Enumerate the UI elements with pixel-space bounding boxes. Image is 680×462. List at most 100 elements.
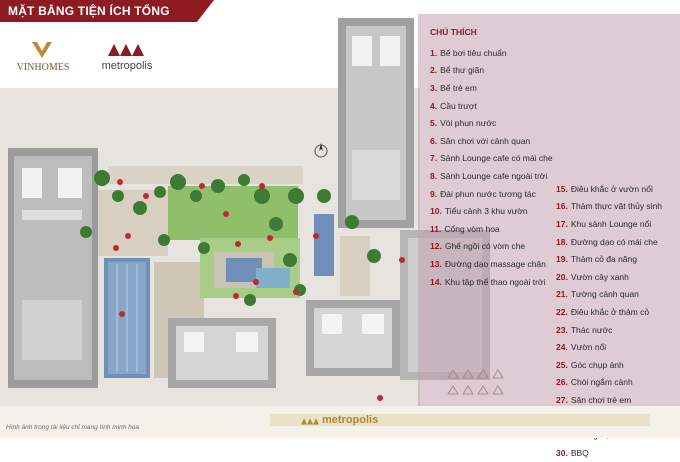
legend-item-number: 11.: [430, 223, 442, 234]
legend-item-label: Tường cảnh quan: [570, 289, 639, 300]
legend-item-label: Tiểu cảnh 3 khu vườn: [444, 206, 528, 217]
legend-item: 16.Thảm thực vật thủy sinh: [556, 198, 662, 216]
legend-item: 21.Tường cảnh quan: [556, 286, 662, 304]
legend-item-number: 24.: [556, 342, 568, 353]
vinhomes-logo-icon: [32, 42, 52, 58]
legend-item-number: 15.: [556, 183, 568, 194]
legend-item-label: Cầu trượt: [440, 100, 477, 111]
legend-item-label: Sân chơi với cảnh quan: [440, 135, 531, 146]
legend-item-number: 25.: [556, 359, 568, 370]
tower-east-low: [306, 300, 400, 376]
legend-item: 10.Tiểu cảnh 3 khu vườn: [430, 202, 553, 220]
tower-west: [8, 148, 98, 388]
legend-item-label: Sảnh Lounge cafe ngoài trời: [440, 170, 548, 181]
legend-item: 8.Sảnh Lounge cafe ngoài trời: [430, 167, 553, 185]
legend-item-number: 8.: [430, 170, 438, 181]
legend-item: 20.Vườn cây xanh: [556, 268, 662, 286]
legend-item-label: Vòi phun nước: [440, 118, 497, 129]
footer-brand-text: metropolis: [322, 414, 379, 426]
legend-item-number: 14.: [430, 276, 442, 287]
legend-item-label: Thác nước: [570, 324, 613, 335]
legend-item-label: Ghế ngồi có vòm che: [444, 241, 526, 252]
legend-item: 27.Sân chơi trẻ em: [556, 391, 662, 409]
legend-item-label: Sảnh Lounge cafe có mái che: [440, 153, 553, 164]
legend-item: 15.Điêu khắc ở vườn nổi: [556, 180, 662, 198]
legend-item-number: 4.: [430, 100, 438, 111]
central-lawn: [168, 186, 300, 298]
legend-item-label: Bể thư giãn: [440, 65, 485, 76]
vinhomes-logo: VINHOMES: [8, 40, 78, 80]
legend-item: 30.BBQ: [556, 444, 662, 462]
legend-item-label: Khu tập thể thao ngoài trời: [444, 276, 546, 287]
legend-item: 12.Ghế ngồi có vòm che: [430, 238, 553, 256]
legend-item: 22.Điêu khắc ở thảm cỏ: [556, 303, 662, 321]
legend-item-label: Khu sảnh Lounge nổi: [570, 218, 652, 229]
legend-item-number: 26.: [556, 377, 568, 388]
north-arrow-icon: [314, 143, 328, 158]
legend-item: 19.Thảm cỏ đa năng: [556, 250, 662, 268]
legend-item-label: Vườn cây xanh: [570, 271, 629, 282]
legend-item-number: 6.: [430, 135, 438, 146]
amenity-markers: [113, 179, 405, 401]
vinhomes-logo-text: VINHOMES: [16, 62, 70, 73]
legend-item: 26.Chòi ngắm cảnh: [556, 374, 662, 392]
legend-item: 1.Bể bơi tiêu chuẩn: [430, 44, 553, 62]
footer-band: [270, 414, 650, 426]
legend-item: 14.Khu tập thể thao ngoài trời: [430, 273, 553, 291]
legend-item-label: Sân chơi trẻ em: [570, 394, 632, 405]
metropolis-logo-icon: [108, 44, 144, 56]
legend-item-label: Đường dạo massage chân: [444, 258, 546, 269]
legend-item-label: Thảm cỏ đa năng: [570, 254, 637, 265]
metropolis-logo-text: metropolis: [101, 60, 153, 72]
legend-item: 24.Vườn nổi: [556, 338, 662, 356]
legend-item: 4.Cầu trượt: [430, 97, 553, 115]
footer-brand-icon: [301, 418, 319, 425]
legend-item: 5.Vòi phun nước: [430, 114, 553, 132]
legend-item-number: 13.: [430, 258, 442, 269]
legend-item: 7.Sảnh Lounge cafe có mái che: [430, 150, 553, 168]
legend-item: 3.Bể trẻ em: [430, 79, 553, 97]
legend-item-number: 18.: [556, 236, 568, 247]
legend-item-number: 5.: [430, 118, 438, 129]
legend-item-number: 2.: [430, 65, 438, 76]
legend-title: CHÚ THÍCH: [430, 27, 477, 37]
legend-item-number: 23.: [556, 324, 568, 335]
legend-item-number: 30.: [556, 447, 568, 458]
legend-item: 25.Góc chụp ảnh: [556, 356, 662, 374]
legend-item-label: BBQ: [570, 447, 589, 458]
legend-item-number: 9.: [430, 188, 438, 199]
legend-item-number: 21.: [556, 289, 568, 300]
legend-item-label: Đường dạo có mái che: [570, 236, 658, 247]
legend-item-label: Thảm thực vật thủy sinh: [570, 201, 663, 212]
legend-item-number: 20.: [556, 271, 568, 282]
legend-item-label: Chòi ngắm cảnh: [570, 377, 633, 388]
legend-item-number: 16.: [556, 201, 568, 212]
legend-item-label: Bể bơi tiêu chuẩn: [440, 47, 507, 58]
legend-item-label: Góc chụp ảnh: [570, 359, 624, 370]
legend-item-label: Bể trẻ em: [440, 82, 477, 93]
legend-item: 23.Thác nước: [556, 321, 662, 339]
legend-item-label: Điêu khắc ở thảm cỏ: [570, 306, 650, 317]
trees: [80, 170, 381, 306]
legend-item: 6.Sân chơi với cảnh quan: [430, 132, 553, 150]
legend-item-number: 19.: [556, 254, 568, 265]
legend-item-number: 1.: [430, 47, 438, 58]
legend-item-number: 10.: [430, 206, 442, 217]
main-pool: [104, 258, 150, 378]
legend-item-number: 12.: [430, 241, 442, 252]
legend-item-label: Điêu khắc ở vườn nổi: [570, 183, 653, 194]
legend-item-label: Vườn nổi: [570, 342, 607, 353]
legend-item-number: 7.: [430, 153, 438, 164]
legend-item: 17.Khu sảnh Lounge nổi: [556, 215, 662, 233]
metropolis-logo: metropolis: [92, 40, 162, 80]
legend-item-label: Đài phun nước tương tác: [440, 188, 536, 199]
legend-item: 9.Đài phun nước tương tác: [430, 185, 553, 203]
tower-northeast: [338, 18, 414, 228]
page-title: MẶT BẰNG TIỆN ÍCH TỔNG: [8, 4, 170, 18]
page-title-bar: MẶT BẰNG TIỆN ÍCH TỔNG: [0, 0, 214, 22]
legend-item-number: 17.: [556, 218, 568, 229]
legend-item-number: 27.: [556, 394, 568, 405]
legend-item-number: 3.: [430, 82, 438, 93]
legend-item-number: 22.: [556, 306, 568, 317]
tower-center: [168, 318, 276, 388]
